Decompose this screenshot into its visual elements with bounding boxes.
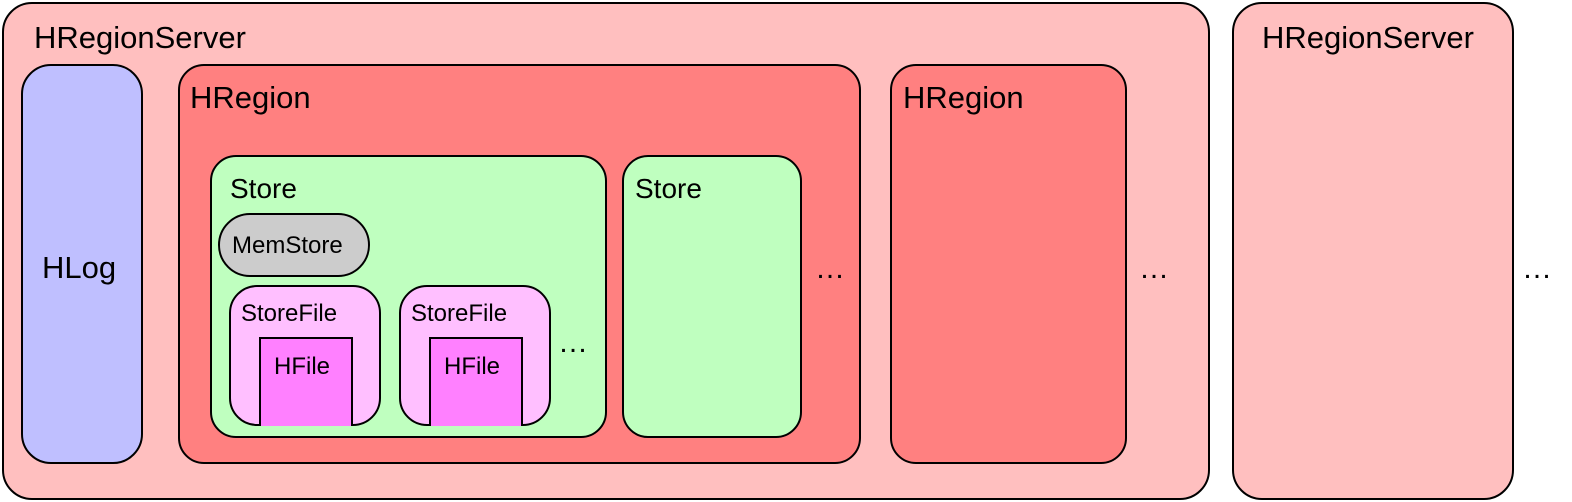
- servers-ellipsis: …: [1522, 252, 1553, 285]
- hfile-1-label: HFile: [274, 353, 331, 380]
- storefile-1: StoreFile HFile: [229, 285, 381, 426]
- regions-ellipsis: …: [1139, 252, 1170, 285]
- memstore-label: MemStore: [232, 232, 343, 259]
- hregionserver-2-label: HRegionServer: [1262, 20, 1474, 55]
- store-2: Store: [622, 155, 802, 438]
- hlog-label: HLog: [42, 250, 117, 285]
- hfile-2: HFile: [429, 337, 523, 426]
- stores-ellipsis: …: [815, 252, 846, 285]
- memstore: MemStore: [218, 213, 370, 277]
- hregion-1-label: HRegion: [190, 80, 311, 115]
- storefile-2-label: StoreFile: [411, 300, 508, 327]
- storefiles-ellipsis: …: [558, 326, 589, 359]
- hlog: HLog: [21, 64, 143, 464]
- hregion-2-label: HRegion: [903, 80, 1024, 115]
- store-1-label: Store: [230, 173, 297, 204]
- hfile-1: HFile: [259, 337, 353, 426]
- store-2-label: Store: [635, 173, 702, 204]
- hregionserver-1-label: HRegionServer: [34, 20, 246, 55]
- hregionserver-2: HRegionServer: [1232, 2, 1514, 500]
- hfile-2-label: HFile: [444, 353, 501, 380]
- storefile-1-label: StoreFile: [241, 300, 338, 327]
- storefile-2: StoreFile HFile: [399, 285, 551, 426]
- hregion-2: HRegion: [890, 64, 1127, 464]
